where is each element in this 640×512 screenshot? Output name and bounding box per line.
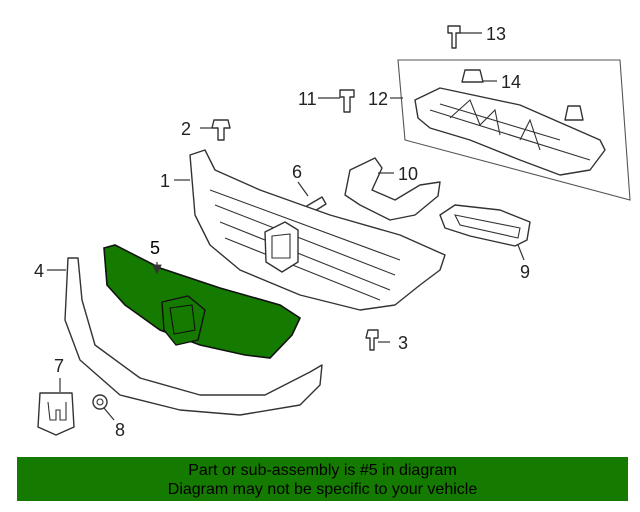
callout-5: 5: [150, 238, 160, 258]
clip-11: [339, 89, 355, 113]
emblem-7: [37, 392, 75, 436]
callout-labels: 1 2 3 4 5 6 7 8 9 10 11 12 13 14: [34, 24, 530, 440]
callout-12: 12: [368, 89, 388, 109]
leader-lines: [47, 32, 525, 421]
callout-4: 4: [34, 261, 44, 281]
banner-line-2: Diagram may not be specific to your vehi…: [167, 481, 478, 498]
callout-10: 10: [398, 164, 418, 184]
upper-cover-panel: [397, 59, 631, 201]
callout-11: 11: [298, 89, 317, 109]
parts-diagram: 1 2 3 4 5 6 7 8 9 10 11 12 13 14: [34, 24, 631, 440]
clip-3: [365, 329, 379, 351]
clip-2: [211, 119, 231, 141]
callout-6: 6: [292, 162, 302, 182]
grille-frame-1: [189, 149, 446, 311]
callout-8: 8: [115, 420, 125, 440]
callout-9: 9: [520, 262, 530, 282]
info-banner: Part or sub-assembly is #5 in diagram Di…: [17, 457, 628, 501]
callout-3: 3: [398, 333, 408, 353]
lower-molding-4: [64, 257, 323, 416]
callout-2: 2: [181, 119, 191, 139]
banner-line-1: Part or sub-assembly is #5 in diagram: [188, 462, 457, 479]
trim-9: [439, 204, 531, 247]
callout-7: 7: [54, 356, 64, 376]
callout-13: 13: [486, 24, 506, 44]
callout-14: 14: [501, 72, 521, 92]
callout-1: 1: [160, 171, 170, 191]
clip-13: [447, 25, 461, 49]
washer-8: [92, 394, 108, 410]
bracket-10: [344, 157, 441, 221]
